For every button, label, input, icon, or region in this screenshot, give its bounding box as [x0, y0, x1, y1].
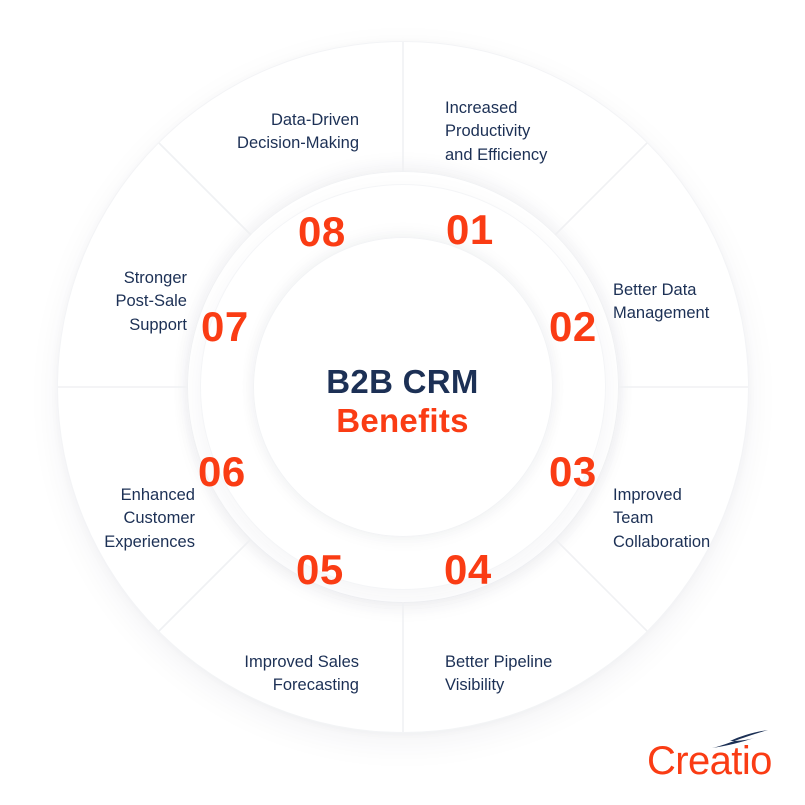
segment-number-04: 04: [444, 546, 492, 593]
segment-label-05: Improved Sales Forecasting: [244, 653, 359, 695]
segment-label-06: Enhanced Customer Experiences: [104, 486, 195, 551]
center-title-line-2: Benefits: [336, 402, 469, 439]
segment-number-02: 02: [549, 303, 597, 350]
segment-label-02: Better Data Management: [613, 281, 710, 323]
segment-number-07: 07: [201, 303, 249, 350]
segment-number-05: 05: [296, 546, 344, 593]
segment-label-03: Improved Team Collaboration: [613, 486, 711, 551]
inner-disc: [253, 237, 553, 537]
creatio-wordmark: Creatio: [647, 739, 772, 783]
segment-number-01: 01: [446, 206, 494, 253]
middle-ring: [201, 185, 605, 589]
segment-label-01: Increased Productivity and Efficiency: [445, 99, 548, 164]
segment-number-06: 06: [198, 448, 246, 495]
segment-label-04: Better Pipeline Visibility: [445, 653, 553, 695]
segment-label-08: Data-Driven Decision-Making: [237, 111, 359, 153]
center-title-line-1: B2B CRM: [326, 363, 479, 401]
segment-number-08: 08: [298, 208, 346, 255]
center-title: B2B CRM Benefits: [253, 363, 553, 441]
creatio-logo: Creatio: [647, 729, 777, 781]
segment-number-03: 03: [549, 448, 597, 495]
segment-label-07: Stronger Post-Sale Support: [115, 269, 187, 334]
